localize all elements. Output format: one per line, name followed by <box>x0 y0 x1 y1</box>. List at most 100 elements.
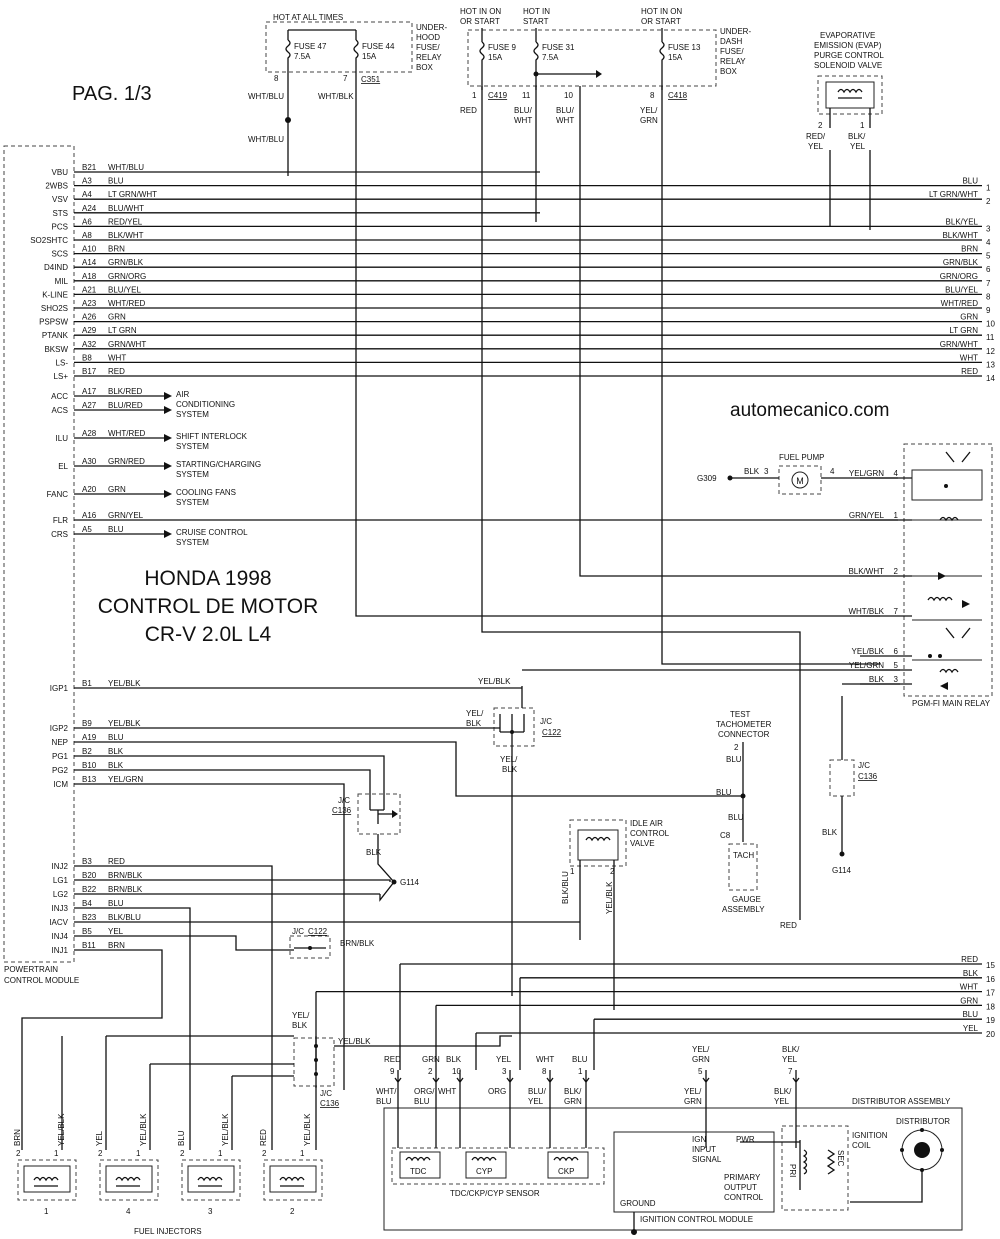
svg-text:YEL/BLK: YEL/BLK <box>338 1037 371 1046</box>
injector-wire-color: BLU <box>177 1130 186 1146</box>
svg-text:CONTROL: CONTROL <box>630 829 670 838</box>
pcm-pin-id: B17 <box>82 367 97 376</box>
pcm-pin-name: VBU <box>52 168 69 177</box>
right-wire-color: BLK/WHT <box>942 231 978 240</box>
svg-text:BRN/BLK: BRN/BLK <box>340 939 375 948</box>
arrow-head <box>164 392 172 400</box>
bus-number: 18 <box>986 1002 995 1011</box>
dist-inner-wire: BLK/ <box>774 1087 792 1096</box>
bus-wire-color: BLU <box>962 1010 978 1019</box>
pcm-pin-id: B2 <box>82 747 92 756</box>
dist-inner-wire: BLU <box>414 1097 430 1106</box>
injector-box <box>17 1159 77 1201</box>
pcm-pin-name: D4IND <box>44 263 68 272</box>
svg-text:TEST: TEST <box>730 710 751 719</box>
svg-text:IDLE AIR: IDLE AIR <box>630 819 663 828</box>
dist-inner-wire: YEL/ <box>684 1087 702 1096</box>
pcm-pin-id: A26 <box>82 313 97 322</box>
svg-text:YEL: YEL <box>850 142 866 151</box>
dist-pin-number: 5 <box>698 1067 703 1076</box>
svg-text:HOT IN: HOT IN <box>523 7 550 16</box>
pcm-pin-id: B8 <box>82 353 92 362</box>
junction-c136-left: J/C C136 BLK <box>332 793 401 857</box>
dist-pin-number: 8 <box>542 1067 547 1076</box>
pcm-wire-color: GRN/BLK <box>108 258 144 267</box>
pcm-wire-color: BRN <box>108 941 125 950</box>
connector-number: 14 <box>986 374 995 383</box>
pcm-wire-color: BLU <box>108 733 124 742</box>
pcm-wire-color: BLU/RED <box>108 401 143 410</box>
sensor-label: CYP <box>476 1167 492 1176</box>
dist-wire-color: GRN <box>422 1055 440 1064</box>
injector-number: 2 <box>290 1207 295 1216</box>
svg-text:BLK: BLK <box>502 765 518 774</box>
svg-text:BOX: BOX <box>720 67 738 76</box>
dist-inner-wire: ORG/ <box>414 1087 435 1096</box>
pcm-pin-id: A19 <box>82 733 97 742</box>
pcm-wire-color: BRN <box>108 245 125 254</box>
bus-wire-color: GRN <box>960 996 978 1005</box>
pcm-pin-id: A8 <box>82 231 92 240</box>
svg-text:7: 7 <box>343 74 348 83</box>
connector-number: 12 <box>986 347 995 356</box>
pcm-pin-name: ILU <box>56 434 69 443</box>
pcm-pin-id: B11 <box>82 941 96 950</box>
pcm-pin-name: MIL <box>55 277 69 286</box>
svg-text:J/C: J/C <box>540 717 552 726</box>
website-watermark: automecanico.com <box>730 400 889 421</box>
right-wire-color: GRN/BLK <box>943 258 979 267</box>
svg-text:J/C: J/C <box>858 761 870 770</box>
pcm-label-1: POWERTRAIN <box>4 965 58 974</box>
injector-pin: 1 <box>300 1149 305 1158</box>
relay-wire-color: YEL/GRN <box>849 469 884 478</box>
pcm-pin-name: SO2SHTC <box>30 236 68 245</box>
pcm-pin-id: A3 <box>82 177 92 186</box>
svg-text:HOOD: HOOD <box>416 33 440 42</box>
pcm-wire-color: BRN/BLK <box>108 871 143 880</box>
bus-wire <box>475 1032 982 1070</box>
pcm-pin-name: K-LINE <box>42 290 68 299</box>
pcm-wire-color: GRN/RED <box>108 457 145 466</box>
dist-wire-color: BLU <box>572 1055 588 1064</box>
pcm-pin-name: ACS <box>52 406 68 415</box>
junction-c136-injectors: YEL/ BLK YEL/BLK J/C C136 <box>292 1011 371 1108</box>
svg-text:EVAPORATIVE: EVAPORATIVE <box>820 31 875 40</box>
svg-text:2: 2 <box>610 867 615 876</box>
svg-text:FUSE/: FUSE/ <box>416 43 440 52</box>
target-system-label: CRUISE CONTROL <box>176 528 248 537</box>
svg-text:15A: 15A <box>668 53 683 62</box>
pcm-pin-id: B21 <box>82 163 97 172</box>
pcm-box <box>3 145 75 963</box>
pcm-wire-color: GRN <box>108 485 126 494</box>
pcm-wire-color: BLK/WHT <box>108 231 144 240</box>
pcm-wire-color: YEL/BLK <box>108 679 141 688</box>
right-wire-color: BLU/YEL <box>945 285 978 294</box>
pcm-pin-name: ACC <box>51 392 68 401</box>
ground-g114-left: G114 <box>400 878 420 887</box>
idle-air-control-valve: IDLE AIR CONTROL VALVE 1 2 BLK/BLU YEL/B… <box>561 819 670 1010</box>
svg-text:11: 11 <box>522 91 531 100</box>
pcm-pin-name: EL <box>58 462 68 471</box>
svg-text:PURGE CONTROL: PURGE CONTROL <box>814 51 884 60</box>
injector-pin: 1 <box>136 1149 141 1158</box>
pcm-pin-name: FLR <box>53 516 68 525</box>
dist-inner-wire: GRN <box>564 1097 582 1106</box>
pcm-label-2: CONTROL MODULE <box>4 976 79 985</box>
relay-pin-number: 4 <box>894 469 899 478</box>
dist-wire-color: BLK <box>446 1055 462 1064</box>
pcm-pin-name: LS+ <box>54 372 69 381</box>
pcm-pin-id: A30 <box>82 457 97 466</box>
fuel-injectors-label: FUEL INJECTORS <box>134 1227 202 1236</box>
pcm-pin-name: PSPSW <box>39 318 68 327</box>
dist-wire-color: YEL <box>782 1055 798 1064</box>
svg-text:IGNITION: IGNITION <box>852 1131 888 1140</box>
svg-text:IGN: IGN <box>692 1135 706 1144</box>
svg-text:RELAY: RELAY <box>416 53 442 62</box>
svg-text:START: START <box>523 17 549 26</box>
svg-text:J/C: J/C <box>320 1089 332 1098</box>
pcm-wire-color: YEL <box>108 927 124 936</box>
relay-pin-number: 5 <box>894 661 899 670</box>
pcm-wire-color: BLK/BLU <box>108 913 141 922</box>
